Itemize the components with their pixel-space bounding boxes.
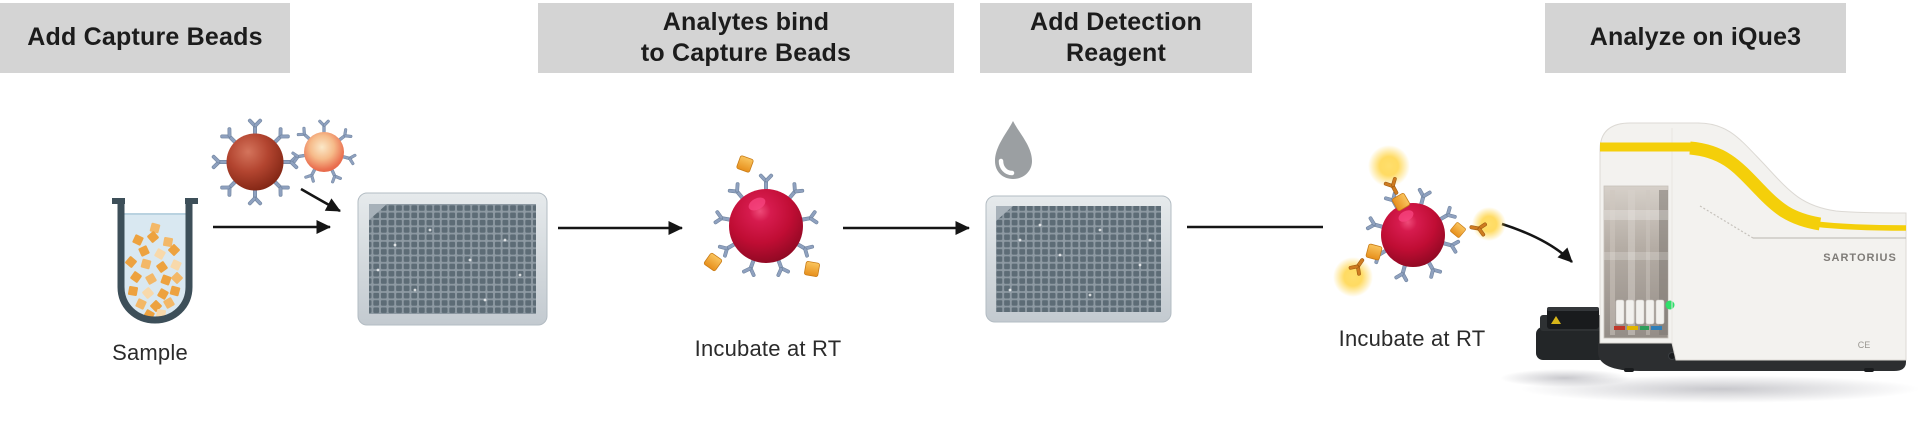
warning-triangle-icon: [1551, 316, 1561, 324]
status-led: [1665, 300, 1675, 310]
incubate-caption-2: Incubate at RT: [1338, 326, 1486, 351]
detection-glow: [1333, 257, 1373, 297]
sample-tube-icon: [112, 198, 198, 324]
sartorius-logo: SARTORIUS: [1823, 252, 1897, 264]
detection-glow: [1472, 207, 1506, 241]
step-label: Analytes bind to Capture Beads: [640, 7, 852, 68]
sample-caption: Sample: [112, 340, 188, 365]
step-header-analyze-on-ique3: Analyze on iQue3: [1545, 3, 1846, 73]
arrow-bead2-to-instrument: [1501, 222, 1573, 263]
capture-beads-icon: [210, 117, 358, 207]
arrow-beads-to-plate: [300, 187, 341, 213]
flow-arrows: [213, 187, 1573, 263]
ce-mark: CE: [1858, 340, 1871, 350]
step-label: Add Capture Beads: [27, 23, 263, 52]
instrument-body: [1599, 122, 1907, 361]
ique3-instrument-image: SARTORIUS CE: [1500, 122, 1920, 403]
accent-stripe: [1600, 141, 1907, 231]
step-header-analytes-bind: Analytes bind to Capture Beads: [538, 3, 954, 73]
step-header-add-detection-reagent: Add Detection Reagent: [980, 3, 1252, 73]
incubate-caption-1: Incubate at RT: [694, 336, 842, 361]
step-label: Analyze on iQue3: [1589, 23, 1802, 52]
microplate-1-icon: [357, 192, 548, 326]
detection-bead-icon: [1333, 145, 1506, 297]
microplate-2-icon: [985, 195, 1172, 323]
capture-bead-with-analytes-icon: [703, 154, 821, 279]
detection-glow: [1368, 145, 1410, 187]
reagent-droplet-icon: [995, 121, 1032, 179]
step-label: Add Detection Reagent: [1029, 7, 1203, 68]
plate-loader-stage: [1536, 307, 1606, 360]
step-header-add-capture-beads: Add Capture Beads: [0, 3, 290, 73]
reagent-bottle-rack: [1614, 299, 1675, 330]
